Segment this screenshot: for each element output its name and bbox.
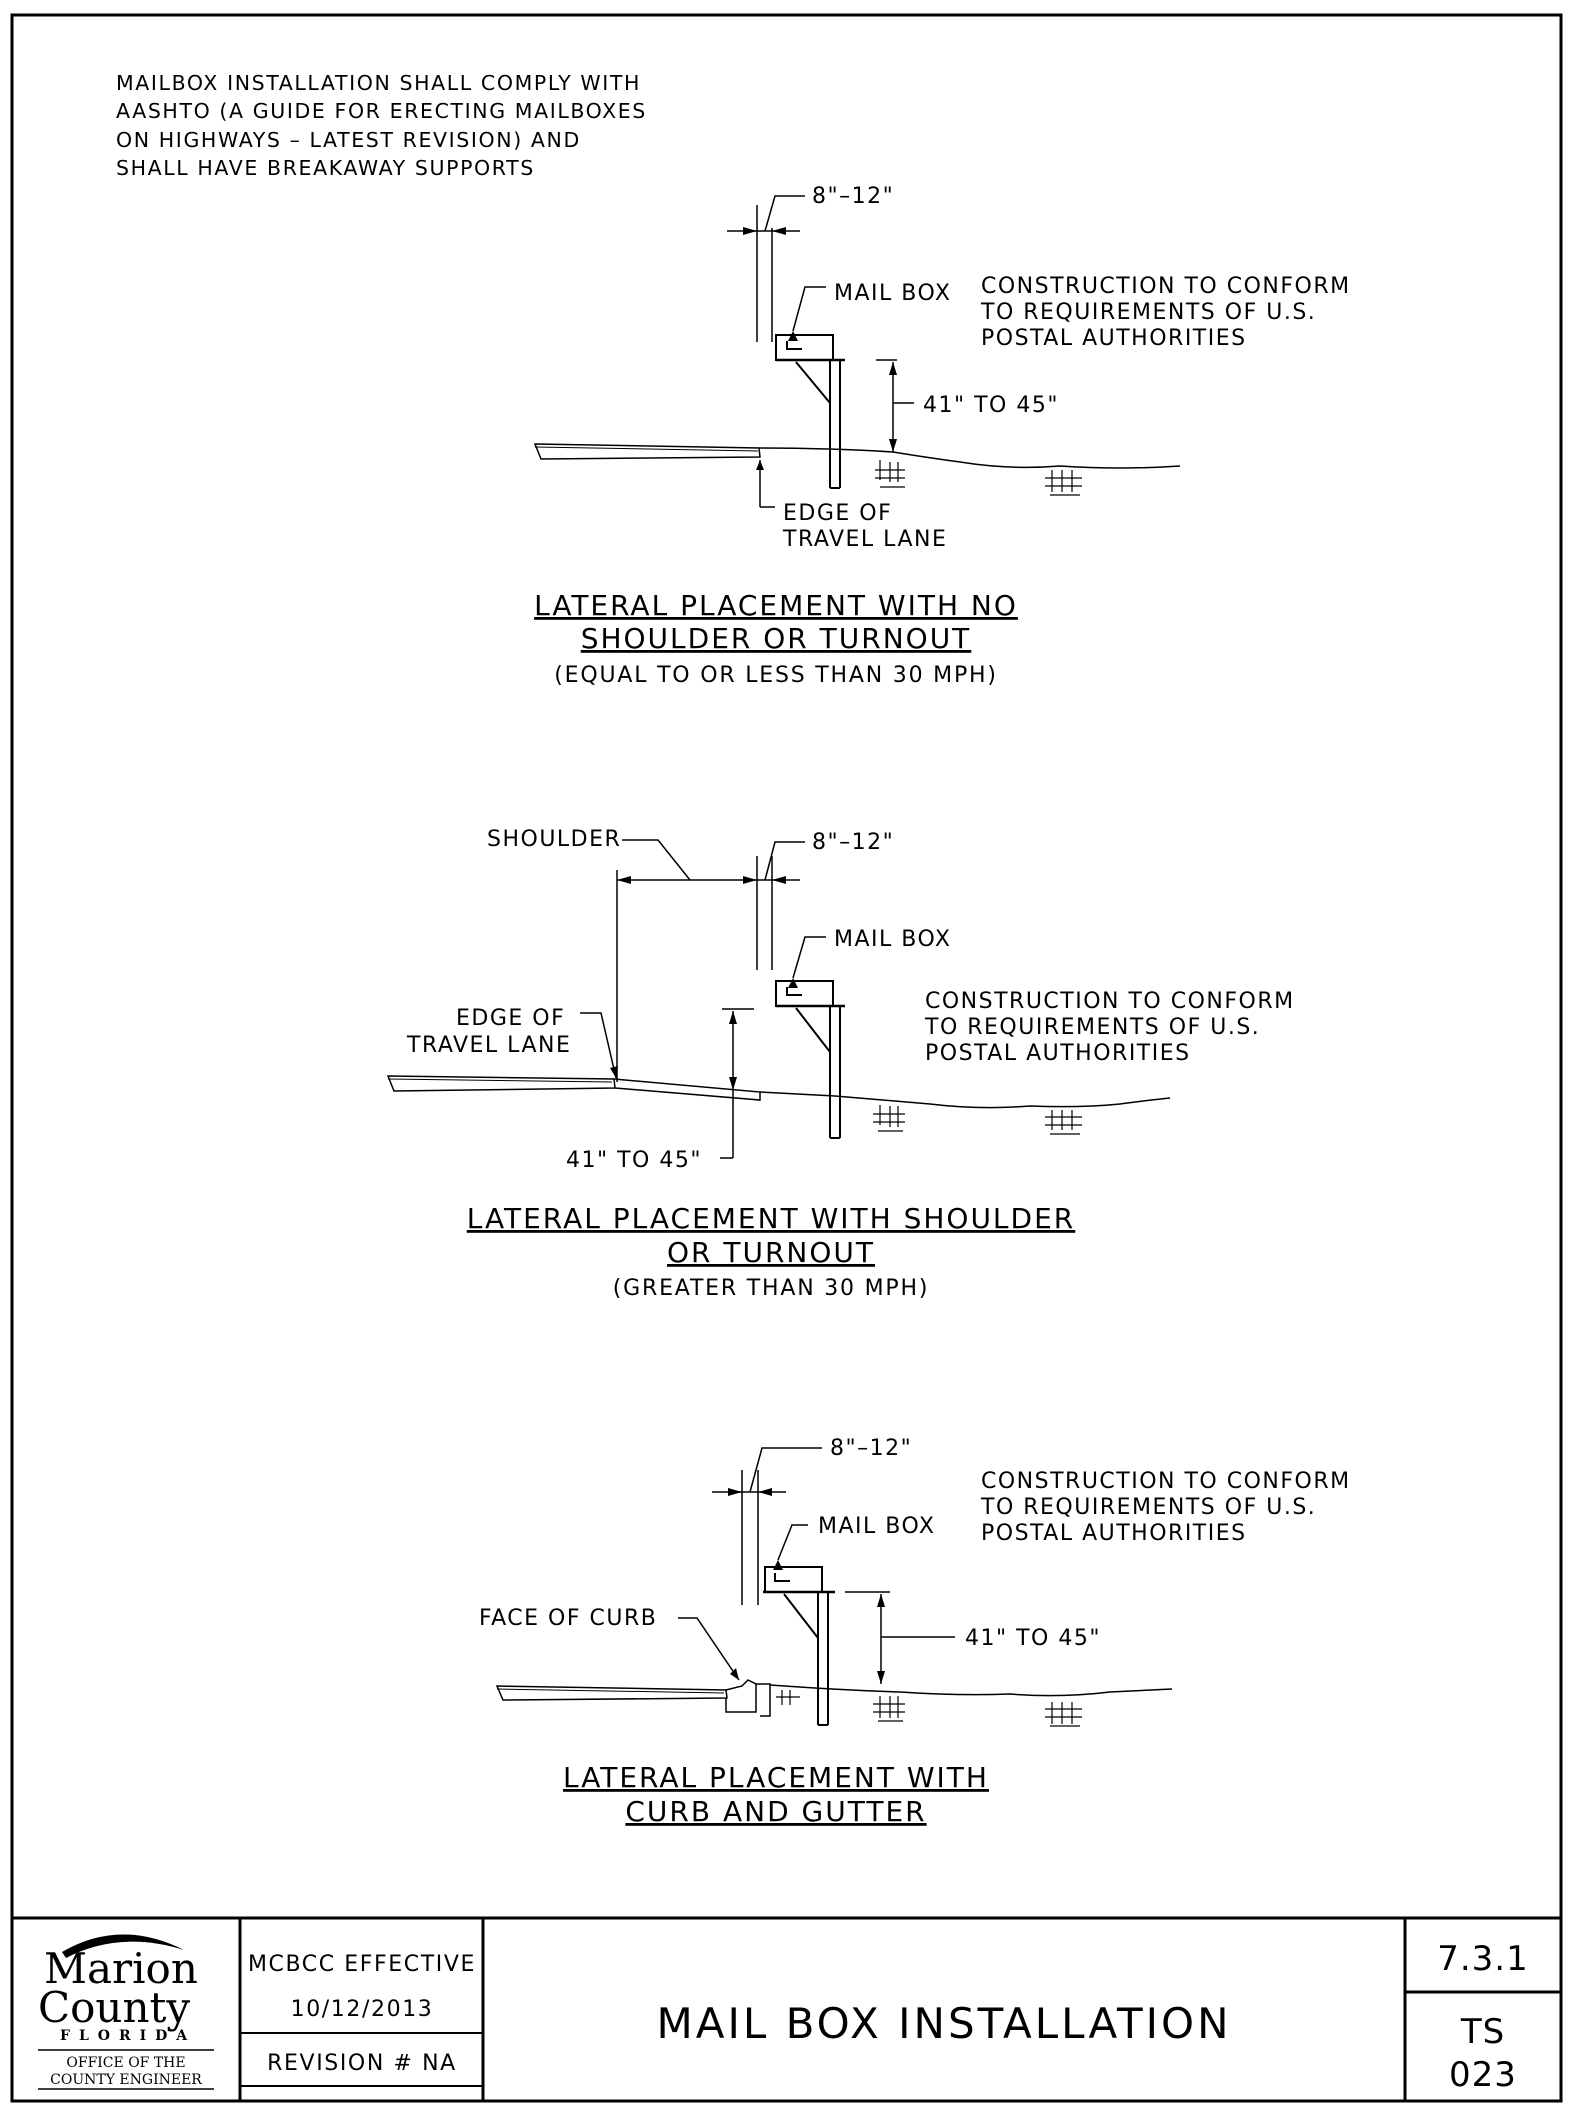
construction-line-2: TO REQUIREMENTS OF U.S. <box>924 1015 1260 1040</box>
shoulder-dimension: SHOULDER <box>487 827 757 1082</box>
office-line-1: OFFICE OF THE <box>66 2055 185 2071</box>
offset-label: 8"–12" <box>812 184 894 209</box>
edge-of-travel-lane-callout: EDGE OF TRAVEL LANE <box>406 1006 618 1079</box>
detail-1-title-line-1: LATERAL PLACEMENT WITH NO <box>534 589 1018 622</box>
face-of-curb-callout: FACE OF CURB <box>479 1606 740 1681</box>
shoulder-label: SHOULDER <box>487 827 621 852</box>
height-dimension: 41" TO 45" <box>566 1008 754 1173</box>
mailbox-assembly: MAIL BOX <box>763 1514 935 1726</box>
effective-date: 10/12/2013 <box>291 1997 434 2022</box>
offset-dimension: 8"–12" <box>712 1436 912 1605</box>
mailbox-assembly: MAIL BOX <box>775 927 951 1139</box>
roadway-section <box>386 1075 1171 1135</box>
general-note: MAILBOX INSTALLATION SHALL COMPLY WITH A… <box>116 71 647 180</box>
offset-label: 8"–12" <box>812 830 894 855</box>
detail-1-title-line-2: SHOULDER OR TURNOUT <box>581 622 972 655</box>
edge-label-2: TRAVEL LANE <box>782 527 947 552</box>
curb-label: FACE OF CURB <box>479 1606 657 1631</box>
sheet-number: 023 <box>1449 2055 1517 2095</box>
height-dimension: 41" TO 45" <box>845 1591 1101 1684</box>
height-label: 41" TO 45" <box>965 1626 1101 1651</box>
roadway-section <box>495 1679 1173 1727</box>
note-line-4: SHALL HAVE BREAKAWAY SUPPORTS <box>116 156 535 180</box>
height-dimension: 41" TO 45" <box>876 359 1059 452</box>
detail-3-title-line-2: CURB AND GUTTER <box>625 1795 926 1828</box>
detail-number: 7.3.1 <box>1437 1939 1529 1979</box>
detail-3-curb-gutter: 8"–12" MAIL BOX CONSTRUCTION TO CONFORM … <box>479 1436 1351 1828</box>
sheet-code: TS <box>1460 2012 1505 2052</box>
construction-line-1: CONSTRUCTION TO CONFORM <box>981 1469 1351 1494</box>
mailbox-assembly: MAIL BOX <box>775 281 951 489</box>
logo-florida: FLORIDA <box>60 2028 196 2044</box>
construction-line-1: CONSTRUCTION TO CONFORM <box>981 274 1351 299</box>
mailbox-label: MAIL BOX <box>834 927 951 952</box>
offset-label: 8"–12" <box>830 1436 912 1461</box>
height-label: 41" TO 45" <box>566 1148 702 1173</box>
logo-marion: Marion <box>44 1944 198 1993</box>
construction-line-1: CONSTRUCTION TO CONFORM <box>925 989 1295 1014</box>
note-line-1: MAILBOX INSTALLATION SHALL COMPLY WITH <box>116 71 641 95</box>
roadway-section <box>533 443 1181 496</box>
detail-2-shoulder: SHOULDER 8"–12" MAIL BOX <box>386 827 1295 1301</box>
sheet-border <box>10 13 1563 2103</box>
logo-county: County <box>38 1983 190 2032</box>
note-line-2: AASHTO (A GUIDE FOR ERECTING MAILBOXES <box>116 99 647 123</box>
offset-dimension: 8"–12" <box>727 184 894 342</box>
edge-label-2: TRAVEL LANE <box>406 1033 571 1058</box>
edge-of-travel-lane-callout: EDGE OF TRAVEL LANE <box>756 460 947 552</box>
detail-1-subtitle: (EQUAL TO OR LESS THAN 30 MPH) <box>554 663 997 688</box>
construction-line-3: POSTAL AUTHORITIES <box>981 326 1247 351</box>
height-label: 41" TO 45" <box>923 393 1059 418</box>
note-line-3: ON HIGHWAYS – LATEST REVISION) AND <box>116 128 581 152</box>
construction-line-3: POSTAL AUTHORITIES <box>981 1521 1247 1546</box>
sheet-title: MAIL BOX INSTALLATION <box>656 1999 1231 2048</box>
revision-text: REVISION # NA <box>267 2051 457 2076</box>
title-block: Marion County FLORIDA OFFICE OF THE COUN… <box>12 1916 1561 2101</box>
construction-line-2: TO REQUIREMENTS OF U.S. <box>980 1495 1316 1520</box>
office-line-2: COUNTY ENGINEER <box>50 2072 202 2088</box>
edge-label-1: EDGE OF <box>456 1006 565 1031</box>
marion-county-logo: Marion County FLORIDA OFFICE OF THE COUN… <box>38 1934 214 2090</box>
detail-2-title-line-1: LATERAL PLACEMENT WITH SHOULDER <box>467 1202 1076 1235</box>
detail-2-subtitle: (GREATER THAN 30 MPH) <box>613 1276 929 1301</box>
mailbox-label: MAIL BOX <box>818 1514 935 1539</box>
edge-label-1: EDGE OF <box>783 501 892 526</box>
offset-dimension: 8"–12" <box>756 830 894 970</box>
effective-label: MCBCC EFFECTIVE <box>248 1952 476 1977</box>
construction-line-3: POSTAL AUTHORITIES <box>925 1041 1191 1066</box>
construction-line-2: TO REQUIREMENTS OF U.S. <box>980 300 1316 325</box>
detail-2-title-line-2: OR TURNOUT <box>667 1236 875 1269</box>
detail-3-title-line-1: LATERAL PLACEMENT WITH <box>563 1761 989 1794</box>
mailbox-label: MAIL BOX <box>834 281 951 306</box>
detail-1-no-shoulder: 8"–12" MAIL BOX CONSTRUCTION TO CONFORM … <box>533 184 1351 688</box>
